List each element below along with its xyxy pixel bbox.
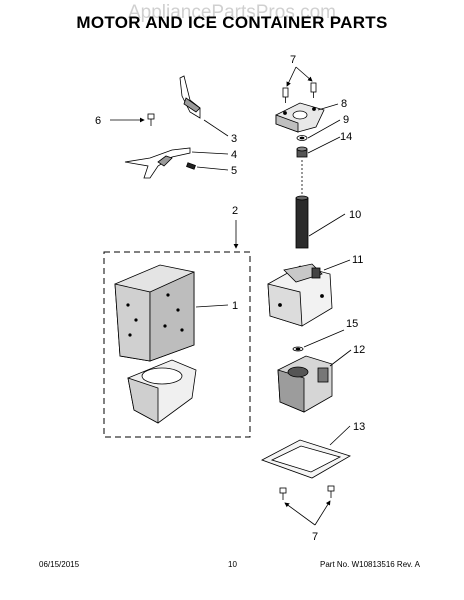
callout-1: 1 xyxy=(232,300,238,312)
motor-cover-part-11 xyxy=(267,263,333,327)
leader-4 xyxy=(191,151,229,155)
bracket-part-3 xyxy=(179,75,201,119)
callout-9: 9 xyxy=(343,114,349,126)
leader-3 xyxy=(203,119,229,137)
leader-14 xyxy=(307,136,341,154)
callout-15: 15 xyxy=(346,318,358,330)
leader-7-top-b xyxy=(295,66,313,82)
leader-10 xyxy=(308,213,346,237)
gasket-part-13 xyxy=(261,439,351,479)
callout-10: 10 xyxy=(349,209,361,221)
assembly-box-part-2 xyxy=(103,251,251,438)
leader-7-bottom-b xyxy=(314,500,331,526)
washer-part-9 xyxy=(296,135,308,141)
motor-bracket-part-8 xyxy=(275,102,325,133)
screw-part-7-top xyxy=(282,82,317,103)
leader-9 xyxy=(307,119,341,139)
leader-15 xyxy=(303,329,345,348)
leader-8 xyxy=(317,103,339,111)
leader-7-bottom-a xyxy=(284,502,316,526)
bushing-part-14 xyxy=(296,146,308,158)
leader-1 xyxy=(195,304,229,308)
footer-date: 06/15/2015 xyxy=(39,560,80,569)
ice-lever-part-4 xyxy=(124,147,191,179)
footer-page-number: 10 xyxy=(228,560,237,569)
ice-container-base xyxy=(127,359,197,424)
ice-bin-part-1 xyxy=(114,264,195,362)
screw-part-7-bottom xyxy=(279,485,335,500)
callout-11: 11 xyxy=(352,254,363,266)
leader-11 xyxy=(323,259,351,271)
callout-2: 2 xyxy=(232,205,238,217)
page-title: MOTOR AND ICE CONTAINER PARTS xyxy=(76,13,388,32)
callout-4: 4 xyxy=(231,149,237,161)
callout-7-top: 7 xyxy=(290,54,296,66)
callout-8: 8 xyxy=(341,98,347,110)
callout-13: 13 xyxy=(353,421,365,433)
screw-part-6 xyxy=(147,113,155,126)
callout-6: 6 xyxy=(95,115,101,127)
callout-3: 3 xyxy=(231,133,237,145)
callout-5: 5 xyxy=(231,165,237,177)
leader-5 xyxy=(196,166,229,171)
callout-14: 14 xyxy=(340,131,352,143)
clip-part-5 xyxy=(186,162,196,170)
leader-12 xyxy=(329,349,352,367)
drive-shaft-part-10 xyxy=(295,160,309,249)
leader-13 xyxy=(329,425,351,446)
footer-part-number: Part No. W10813516 Rev. A xyxy=(320,560,420,569)
callout-12: 12 xyxy=(353,344,365,356)
washer-part-15 xyxy=(292,346,304,352)
leader-7-top-a xyxy=(286,66,297,87)
watermark: AppliancePartsPros.com xyxy=(127,2,337,23)
callout-7-bottom: 7 xyxy=(312,531,318,543)
motor-part-12 xyxy=(277,355,333,413)
